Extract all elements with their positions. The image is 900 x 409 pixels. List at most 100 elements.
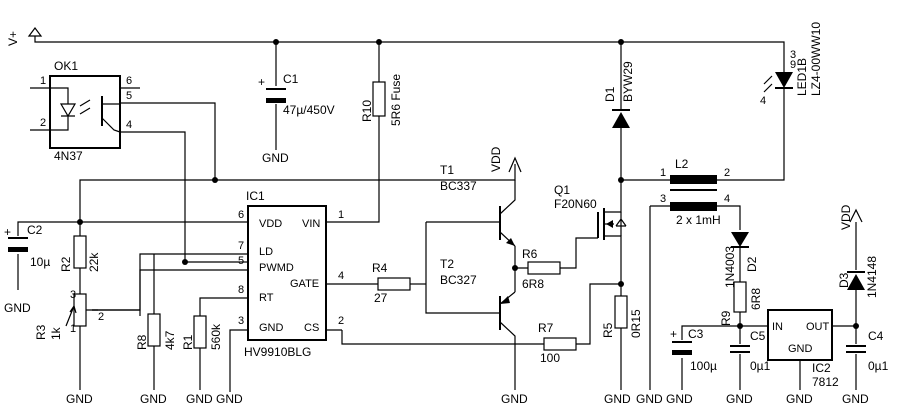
- ok1-value: 4N37: [54, 149, 83, 163]
- t2-ref: T2: [440, 257, 454, 271]
- ic1-ld-wire: [139, 253, 248, 316]
- r10-fuse: R10 5R6 Fuse: [342, 42, 403, 223]
- c1-ref: C1: [283, 72, 299, 86]
- vdd-bus: [79, 176, 516, 222]
- r5-ref: R5: [601, 322, 615, 338]
- ok1-pin4-wire: [140, 131, 238, 263]
- r4-resistor: R4 27: [372, 261, 426, 305]
- r1-value: 560k: [209, 323, 223, 350]
- vplus-rail: V+: [6, 27, 785, 55]
- svg-text:+: +: [4, 225, 11, 239]
- d3-ref: D3: [837, 272, 851, 288]
- svg-text:GND: GND: [186, 392, 213, 406]
- r7-value: 100: [540, 351, 560, 365]
- svg-text:GND: GND: [636, 392, 663, 406]
- c1-gnd: GND: [262, 151, 289, 165]
- d3-diode: VDD D3 1N4148: [837, 204, 879, 326]
- svg-text:RT: RT: [259, 292, 274, 304]
- l2-inductor: L2 1 2 3 4 2 x 1mH: [621, 157, 741, 230]
- svg-text:GND: GND: [216, 392, 243, 406]
- svg-text:GND: GND: [726, 392, 753, 406]
- r10-ref: R10: [360, 100, 374, 122]
- svg-text:+: +: [258, 75, 265, 89]
- d2-value: 1N4003: [723, 246, 737, 288]
- c2-capacitor: + C2 10µ GND: [4, 221, 80, 315]
- d3-value: 1N4148: [865, 256, 879, 298]
- t1-ref: T1: [440, 163, 454, 177]
- c1-capacitor: + C1 47µ/450V GND: [258, 42, 335, 165]
- svg-text:4: 4: [338, 270, 344, 282]
- svg-text:GND: GND: [4, 301, 31, 315]
- vplus-label: V+: [6, 31, 20, 46]
- vdd-label-d3: VDD: [839, 204, 853, 230]
- ic1-gnd-wire: [229, 329, 248, 392]
- c1-value: 47µ/450V: [283, 103, 335, 117]
- r1-ref: R1: [181, 334, 195, 350]
- vdd-arrow-t1: VDD: [489, 146, 522, 176]
- svg-text:5: 5: [238, 255, 244, 267]
- svg-text:GND: GND: [786, 392, 813, 406]
- svg-text:IN: IN: [772, 321, 783, 333]
- svg-text:+: +: [670, 327, 677, 341]
- ic1-hv9910: IC1 VDD VIN LD PWMD GATE RT GND CS 6 7 5…: [238, 189, 378, 359]
- r8-ref: R8: [135, 334, 149, 350]
- svg-text:7: 7: [238, 240, 244, 252]
- r5-resistor: R5 0R15 GND: [601, 284, 643, 406]
- led1b: 3 9 4 LED1B LZ4-00WW10: [733, 22, 823, 181]
- ic1-ref: IC1: [246, 189, 265, 203]
- t2-value: BC327: [440, 273, 477, 287]
- svg-text:3: 3: [660, 193, 666, 205]
- l2-ref: L2: [675, 157, 689, 171]
- svg-text:GND: GND: [842, 392, 869, 406]
- r3-potentiometer: 3 2 1 R3 1k GND: [34, 280, 104, 406]
- ok1-pin2: 2: [40, 117, 46, 129]
- svg-text:2: 2: [98, 311, 104, 323]
- ic2-value: 7812: [812, 375, 839, 389]
- c2-ref: C2: [27, 223, 43, 237]
- r2-resistor: R2 22k: [59, 222, 101, 280]
- ic1-pwmd-wire: [92, 269, 248, 311]
- c5-value: 0µ1: [750, 359, 771, 373]
- d2-ref: D2: [745, 256, 759, 272]
- led-ref: LED1B: [795, 58, 809, 96]
- t2-transistor: T2 BC327 GND: [425, 222, 528, 406]
- c2-value: 10µ: [30, 255, 50, 269]
- svg-text:4: 4: [760, 95, 766, 107]
- r6-resistor: R6 6R8: [515, 237, 598, 291]
- d2-diode: D2 1N4003: [723, 232, 759, 288]
- svg-text:VDD: VDD: [259, 218, 282, 230]
- t1-value: BC337: [440, 179, 477, 193]
- r9-value: 6R8: [749, 288, 763, 310]
- svg-text:3: 3: [790, 49, 796, 61]
- q1-ref: Q1: [554, 183, 570, 197]
- r3-value: 1k: [49, 326, 63, 340]
- q1-value: F20N60: [554, 197, 597, 211]
- svg-text:1: 1: [70, 323, 76, 335]
- svg-text:OUT: OUT: [806, 321, 830, 333]
- r2-value: 22k: [87, 252, 101, 272]
- r6-ref: R6: [522, 247, 538, 261]
- c3-capacitor: + C3 100µ GND: [666, 325, 740, 406]
- svg-text:GND: GND: [666, 392, 693, 406]
- svg-text:1: 1: [338, 209, 344, 221]
- r7-resistor: R7 100: [341, 283, 621, 365]
- d1-ref: D1: [603, 86, 617, 102]
- svg-text:GND: GND: [259, 322, 284, 334]
- svg-text:4: 4: [724, 193, 730, 205]
- ic2-ref: IC2: [812, 361, 831, 375]
- ic1-value: HV9910BLG: [244, 345, 311, 359]
- c4-ref: C4: [868, 329, 884, 343]
- d1-value: BYW29: [621, 61, 635, 102]
- svg-text:GND: GND: [501, 392, 528, 406]
- c5-ref: C5: [750, 329, 766, 343]
- r1-resistor: R1 560k GND: [181, 315, 223, 406]
- ic1-rt-wire: [199, 297, 248, 316]
- svg-text:6: 6: [238, 209, 244, 221]
- led-value: LZ4-00WW10: [809, 22, 823, 96]
- r6-value: 6R8: [522, 277, 544, 291]
- r2-ref: R2: [59, 256, 73, 272]
- r9-ref: R9: [719, 310, 733, 326]
- r4-value: 27: [374, 291, 388, 305]
- r8-value: 4k7: [163, 330, 177, 350]
